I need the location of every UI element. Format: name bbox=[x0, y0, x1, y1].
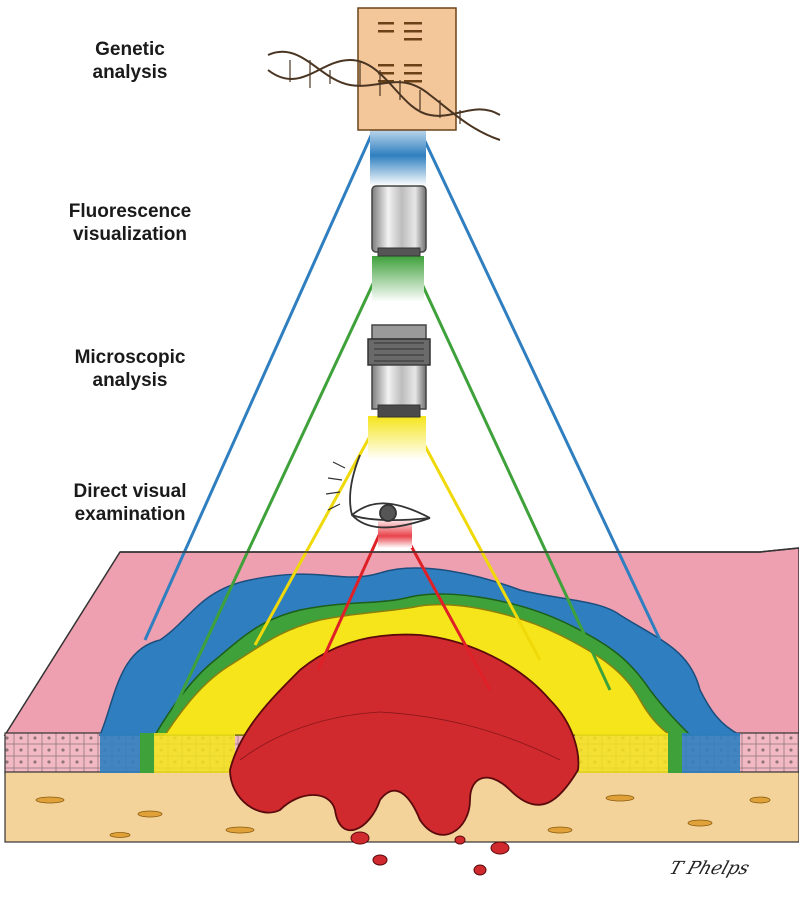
label-genetic-line1: Genetic bbox=[95, 39, 165, 60]
label-fluor-line2: visualization bbox=[72, 224, 188, 245]
red-glow bbox=[378, 518, 412, 548]
artist-signature: T Phelps bbox=[666, 858, 753, 879]
label-genetic-line2: analysis bbox=[92, 62, 168, 83]
gel-icon bbox=[357, 7, 457, 131]
label-direct-visual-examination: Direct visual examination bbox=[40, 480, 220, 526]
label-microscopic-analysis: Microscopic analysis bbox=[45, 346, 215, 392]
fluorescence-objective-icon bbox=[371, 185, 427, 257]
yellow-glow bbox=[368, 416, 426, 460]
label-micro-line1: Microscopic bbox=[74, 347, 186, 368]
tissue-block bbox=[3, 547, 799, 876]
dna-helix-icon bbox=[267, 50, 501, 141]
microscope-objective-icon bbox=[367, 324, 431, 418]
label-direct-line2: examination bbox=[74, 504, 186, 525]
eye-icon bbox=[325, 454, 431, 529]
label-fluorescence-visualization: Fluorescence visualization bbox=[40, 200, 220, 246]
label-direct-line1: Direct visual bbox=[73, 481, 187, 502]
label-genetic-analysis: Genetic analysis bbox=[55, 38, 205, 84]
green-glow bbox=[372, 256, 424, 302]
label-micro-line2: analysis bbox=[92, 370, 168, 391]
tumor-mass bbox=[229, 633, 580, 836]
stroma-front bbox=[4, 771, 799, 843]
label-fluor-line1: Fluorescence bbox=[68, 201, 192, 222]
